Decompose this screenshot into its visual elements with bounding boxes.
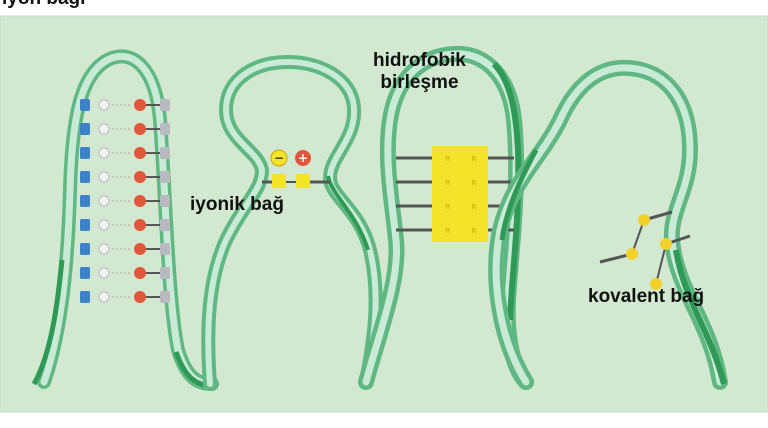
hydrophobic-label-line2: birleşme (373, 72, 466, 94)
hydrophobic-label-line1: hidrofobik (373, 50, 466, 72)
ionic-bond-label: iyonik bağ (190, 194, 284, 216)
sulfur-atom (660, 238, 672, 250)
hydrophobic-label: hidrofobik birleşme (373, 50, 466, 94)
svg-text:R: R (446, 227, 451, 235)
top-cut-label: iyon bağı (2, 0, 85, 10)
svg-text:−: − (274, 151, 284, 165)
svg-text:R: R (472, 155, 477, 163)
svg-text:R: R (446, 179, 451, 187)
svg-text:+: + (298, 151, 308, 165)
svg-text:R: R (472, 203, 477, 211)
svg-text:R: R (472, 227, 477, 235)
svg-text:R: R (446, 203, 451, 211)
svg-text:R: R (472, 179, 477, 187)
svg-text:R: R (446, 155, 451, 163)
hydrophobic-core (432, 146, 488, 242)
sulfur-atom (626, 248, 638, 260)
covalent-bond-label: kovalent bağ (588, 286, 704, 308)
sulfur-atom (638, 214, 650, 226)
